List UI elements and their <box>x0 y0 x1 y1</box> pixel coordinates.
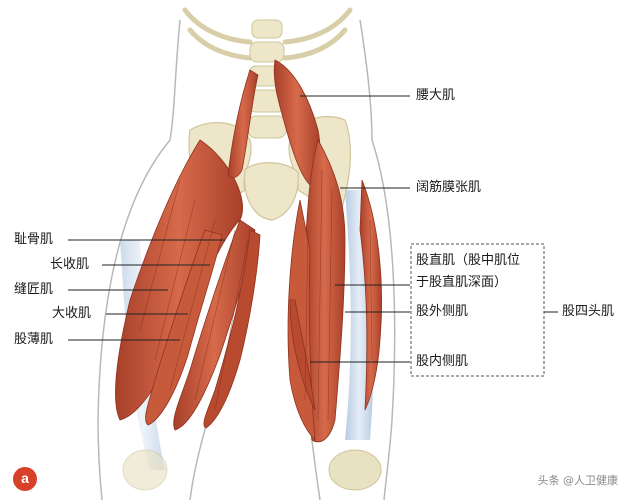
label-vastus-lateralis: 股外侧肌 <box>416 304 469 319</box>
left-thigh-muscles <box>115 139 261 431</box>
figure-badge: a <box>13 467 37 491</box>
right-patella <box>328 449 382 491</box>
left-knee <box>122 449 168 491</box>
label-rectus-femoris-1: 股直肌（股中肌位 <box>416 253 521 268</box>
rib-cage <box>182 7 353 61</box>
label-gracilis: 股薄肌 <box>14 332 54 347</box>
label-rectus-femoris-2: 于股直肌深面） <box>416 275 508 290</box>
label-quadriceps: 股四头肌 <box>562 304 615 319</box>
label-adductor-longus: 长收肌 <box>50 257 90 272</box>
leader-lines <box>68 95 558 363</box>
left-muscle-fibers <box>139 179 249 411</box>
psoas-muscle <box>227 59 321 186</box>
label-sartorius: 缝匠肌 <box>14 282 54 297</box>
label-adductor-magnus: 大收肌 <box>52 306 92 321</box>
right-thigh-muscles <box>287 138 382 443</box>
quadriceps-group-box <box>410 243 545 377</box>
label-vastus-medialis: 股内侧肌 <box>416 354 469 369</box>
label-pectineus: 耻骨肌 <box>14 232 54 247</box>
watermark: 头条 @人卫健康 <box>537 474 619 487</box>
right-muscle-fibers <box>304 169 373 421</box>
label-tfl: 阔筋膜张肌 <box>416 180 482 195</box>
label-psoas: 腰大肌 <box>416 88 456 103</box>
